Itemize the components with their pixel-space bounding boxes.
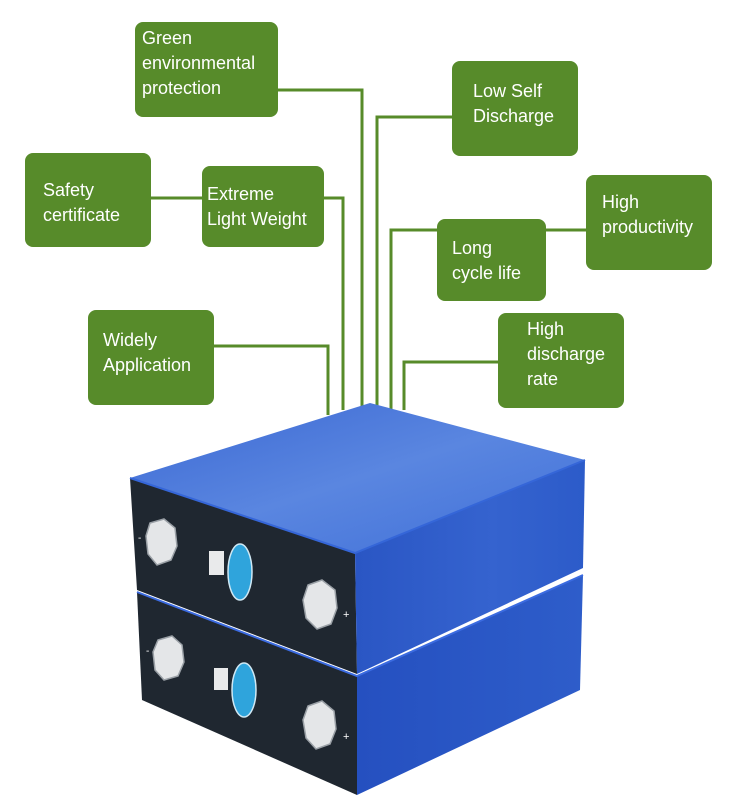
- connector-low-self-discharge: [375, 115, 453, 410]
- lower-qr-label: [214, 668, 228, 690]
- feature-line: rate: [527, 369, 559, 389]
- battery-cell-upper: [129, 403, 586, 674]
- upper-qr-label: [209, 551, 224, 575]
- lower-negative-terminal: [152, 635, 185, 681]
- upper-cell-top-edge: [129, 459, 586, 555]
- lower-vent-valve: [231, 662, 257, 718]
- connector-extreme-light-weight: [323, 196, 345, 410]
- connector-widely-application: [213, 344, 330, 415]
- feature-line: environmental: [142, 53, 256, 73]
- upper-negative-terminal: [145, 518, 178, 566]
- feature-line: High: [527, 319, 565, 339]
- feature-safety-certificate: Safety certificate: [25, 153, 151, 247]
- feature-line: productivity: [602, 217, 694, 237]
- feature-line: certificate: [43, 205, 121, 225]
- feature-extreme-light-weight: Extreme Light Weight: [202, 166, 324, 247]
- feature-line: Long: [452, 238, 493, 258]
- connector-lines: [150, 88, 587, 415]
- lower-positive-terminal: [302, 700, 337, 750]
- feature-line: Green: [142, 28, 193, 48]
- feature-line: Safety: [43, 180, 95, 200]
- feature-line: Low Self: [473, 81, 543, 101]
- lower-cell-edge: [136, 574, 584, 678]
- feature-widely-application: Widely Application: [88, 310, 214, 405]
- feature-low-self-discharge: Low Self Discharge: [452, 61, 578, 156]
- feature-line: discharge: [527, 344, 606, 364]
- feature-high-productivity: High productivity: [586, 175, 712, 270]
- upper-negative-mark: -: [138, 533, 141, 544]
- upper-positive-terminal: [302, 579, 338, 630]
- upper-cell-side-face: [355, 460, 585, 674]
- feature-line: cycle life: [452, 263, 522, 283]
- feature-line: Light Weight: [207, 209, 307, 229]
- feature-line: protection: [142, 78, 222, 98]
- lower-cell-side-face: [357, 575, 583, 795]
- feature-line: High: [602, 192, 640, 212]
- lower-negative-mark: -: [146, 646, 149, 657]
- feature-line: Application: [103, 355, 192, 375]
- feature-line: Discharge: [473, 106, 555, 126]
- upper-positive-mark: +: [343, 609, 349, 621]
- connector-long-cycle-life: [389, 228, 438, 410]
- battery-stack: - + - +: [129, 403, 586, 795]
- feature-high-discharge-rate: High discharge rate: [498, 313, 624, 408]
- lower-positive-mark: +: [343, 731, 349, 743]
- feature-green-environmental-protection: Green environmental protection: [135, 22, 278, 117]
- feature-line: Extreme: [207, 184, 275, 204]
- feature-line: Widely: [103, 330, 158, 350]
- upper-vent-valve: [227, 543, 253, 601]
- connector-green-environmental: [278, 88, 364, 410]
- feature-long-cycle-life: Long cycle life: [437, 219, 546, 301]
- battery-cell-lower: [136, 574, 584, 795]
- connector-high-discharge-rate: [402, 360, 499, 410]
